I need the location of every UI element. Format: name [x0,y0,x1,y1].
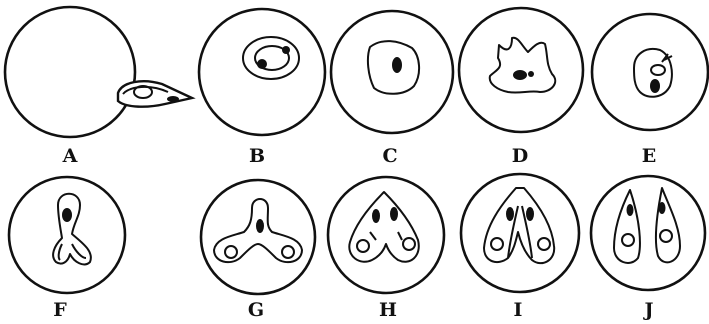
panel-label-g: G [236,300,276,320]
panel-a-drawing [5,7,192,137]
panel-label-e: E [629,146,669,166]
panel-d-drawing [459,8,583,132]
panel-label-i: I [498,300,538,320]
panel-label-a: A [50,146,90,166]
panel-label-f: F [40,300,80,320]
panel-g-drawing [201,180,315,294]
panel-label-b: B [237,146,277,166]
panel-j-drawing [591,176,705,290]
panel-i-drawing [461,174,579,292]
panel-e-drawing [592,14,708,130]
panel-h-drawing [328,177,444,293]
panel-label-c: C [370,146,410,166]
panel-b-drawing [199,9,325,135]
panel-label-j: J [629,300,669,320]
panel-label-d: D [500,146,540,166]
panel-c-drawing [331,11,453,133]
panel-f-drawing [9,177,125,293]
panel-label-h: H [368,300,408,320]
